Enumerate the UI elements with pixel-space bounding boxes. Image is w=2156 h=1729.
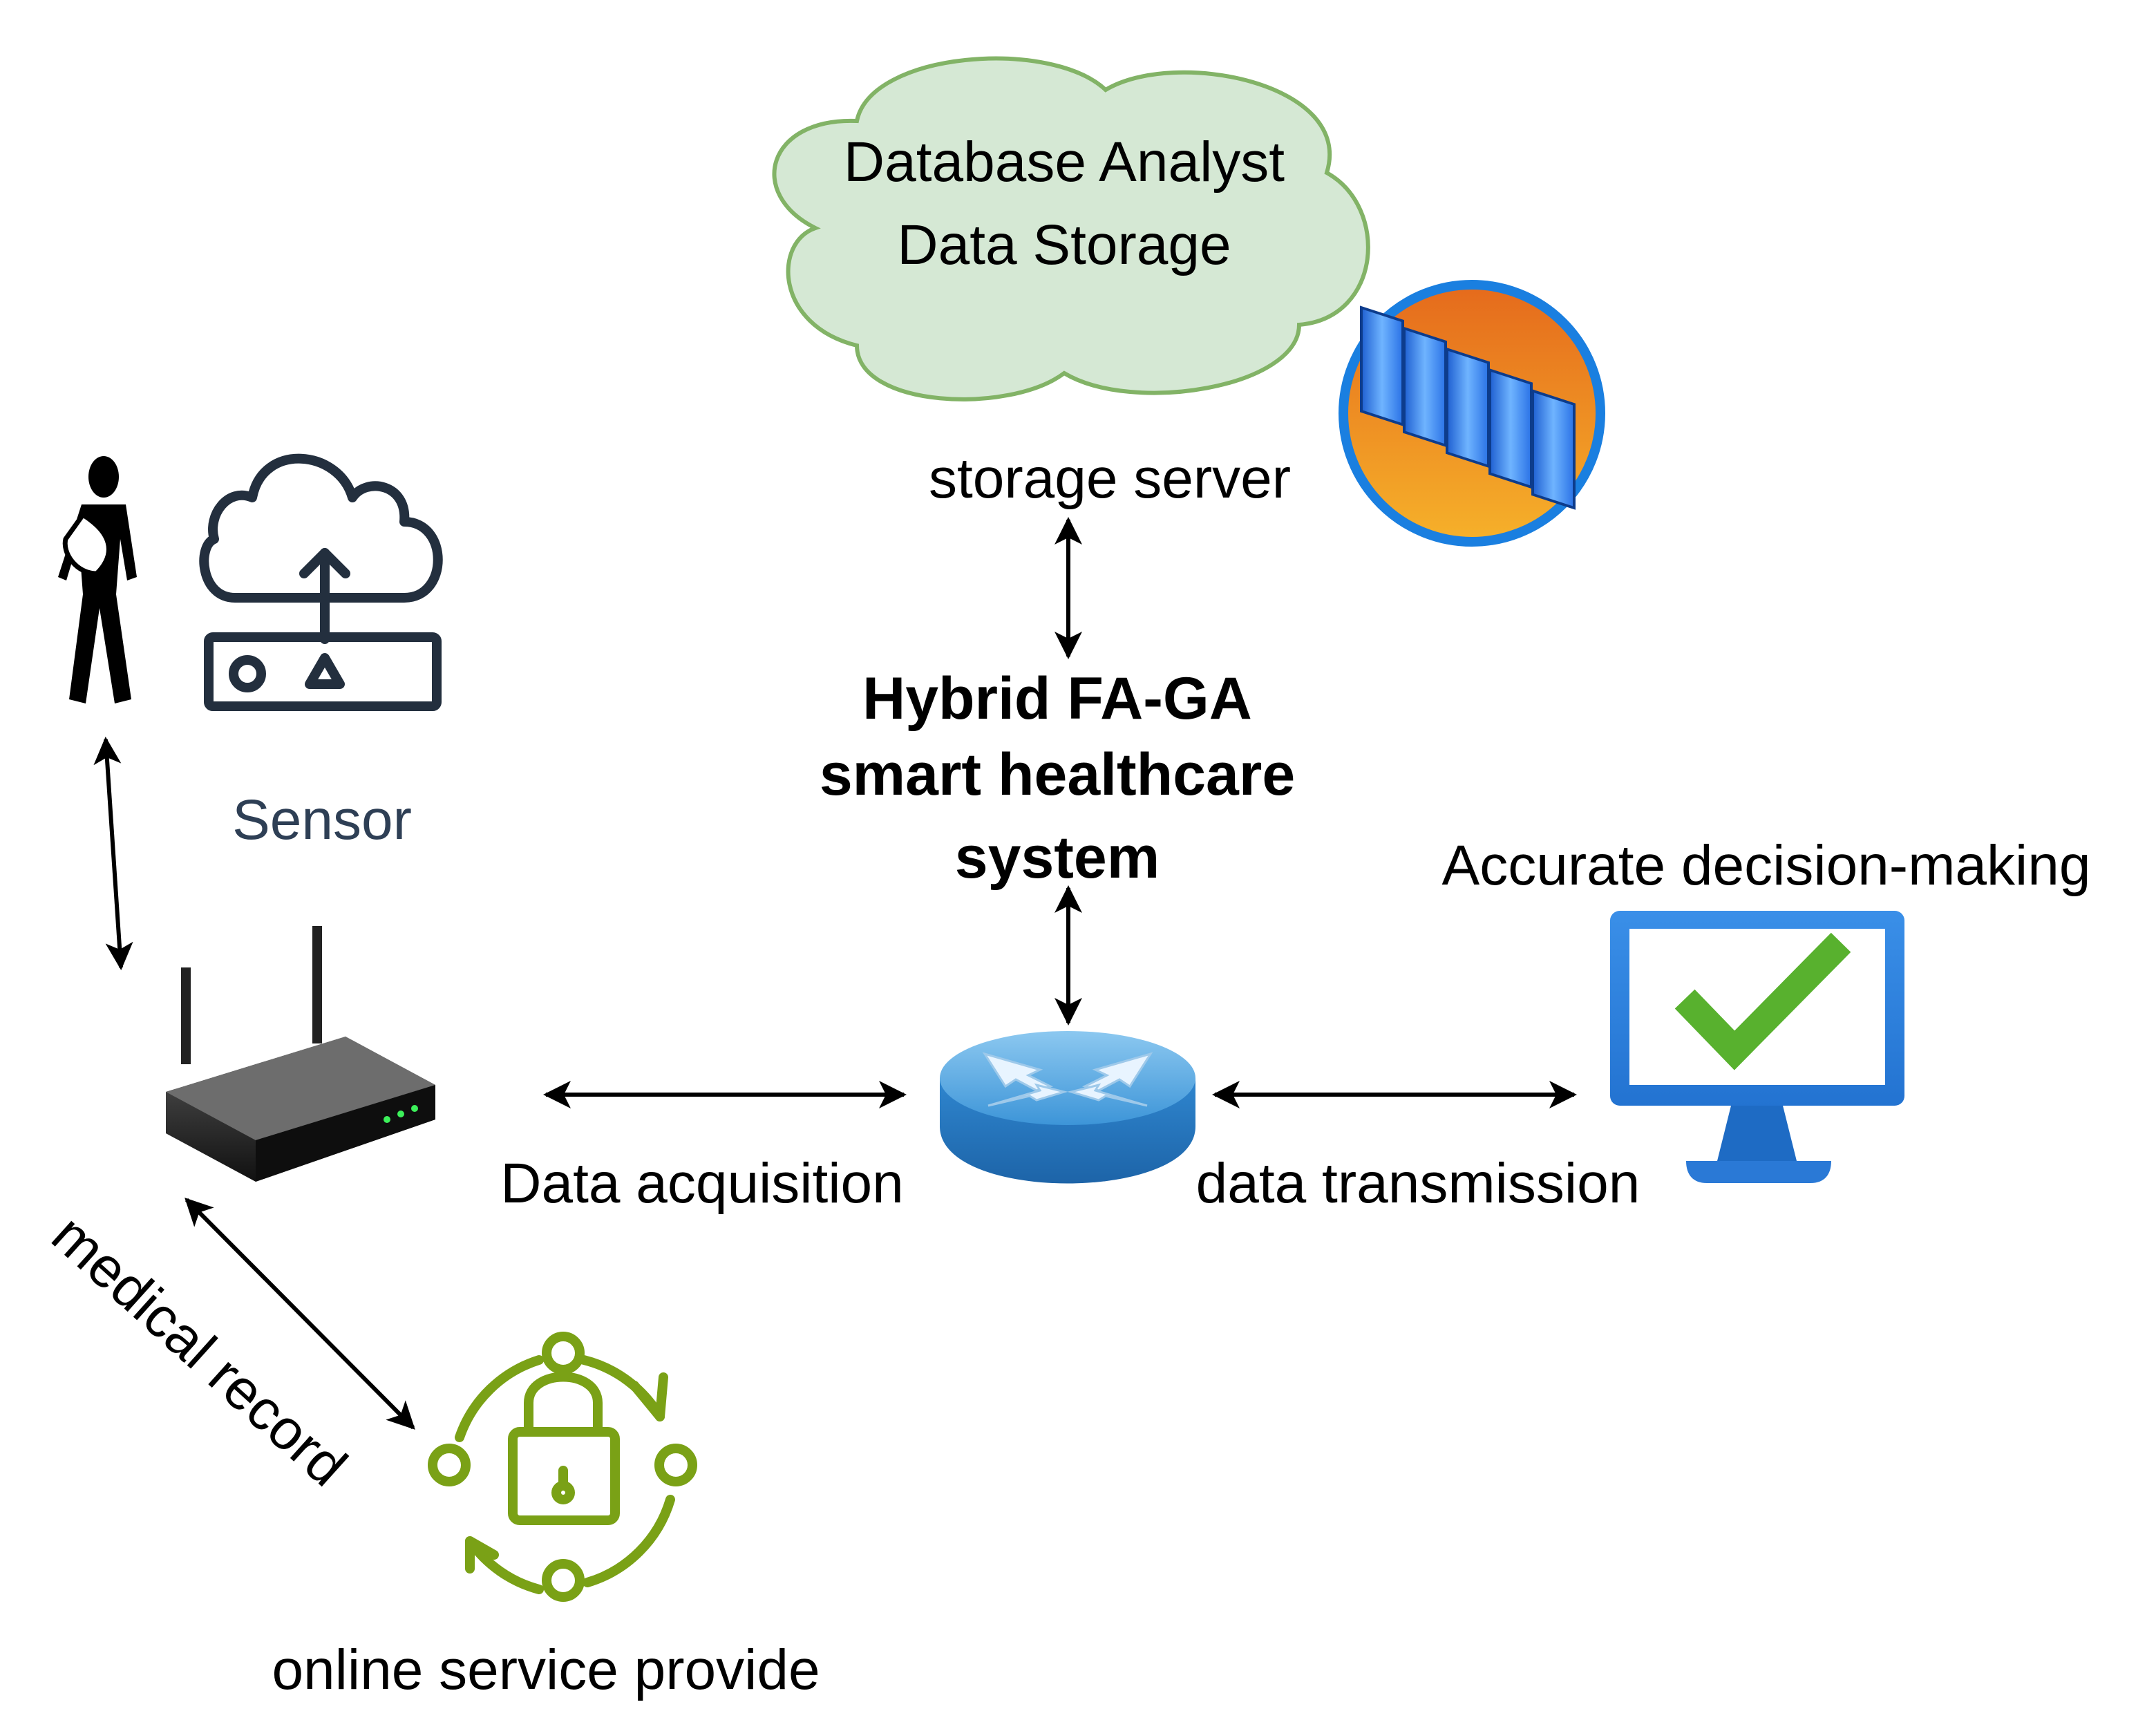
cloud-upload-sensor-icon (199, 453, 443, 711)
arrow-medical-record (185, 1198, 415, 1430)
arrow-patient-wifi (93, 737, 133, 970)
network-router-icon (940, 1031, 1195, 1184)
sensor-label: Sensor (232, 788, 412, 851)
wifi-router-icon (166, 926, 435, 1182)
checkmark (1674, 932, 1851, 1070)
system-title: Hybrid FA-GA smart healthcare system (820, 665, 1295, 891)
cloud-shape (772, 56, 1370, 401)
system-title-line2: smart healthcare (820, 741, 1295, 808)
system-title-line1: Hybrid FA-GA (862, 665, 1252, 732)
patient-with-sling-icon (58, 456, 137, 703)
storage-server-label: storage server (929, 447, 1291, 510)
cloud-title-line1: Database Analyst (844, 131, 1285, 193)
system-title-line3: system (955, 824, 1160, 891)
cloud-title-line2: Data Storage (897, 214, 1231, 276)
data-acquisition-label: Data acquisition (500, 1152, 903, 1215)
data-storage-cloud: Database Analyst Data Storage (772, 56, 1370, 401)
server-rack-icon (1339, 280, 1605, 547)
data-transmission-label: data transmission (1196, 1152, 1640, 1215)
online-service-label: online service provide (272, 1638, 820, 1701)
lock-cycle-icon (428, 1332, 697, 1602)
accurate-decision-label: Accurate decision-making (1442, 834, 2091, 897)
medical-record-label: medical record (40, 1203, 359, 1498)
monitor-checkmark-icon (1610, 911, 1904, 1183)
